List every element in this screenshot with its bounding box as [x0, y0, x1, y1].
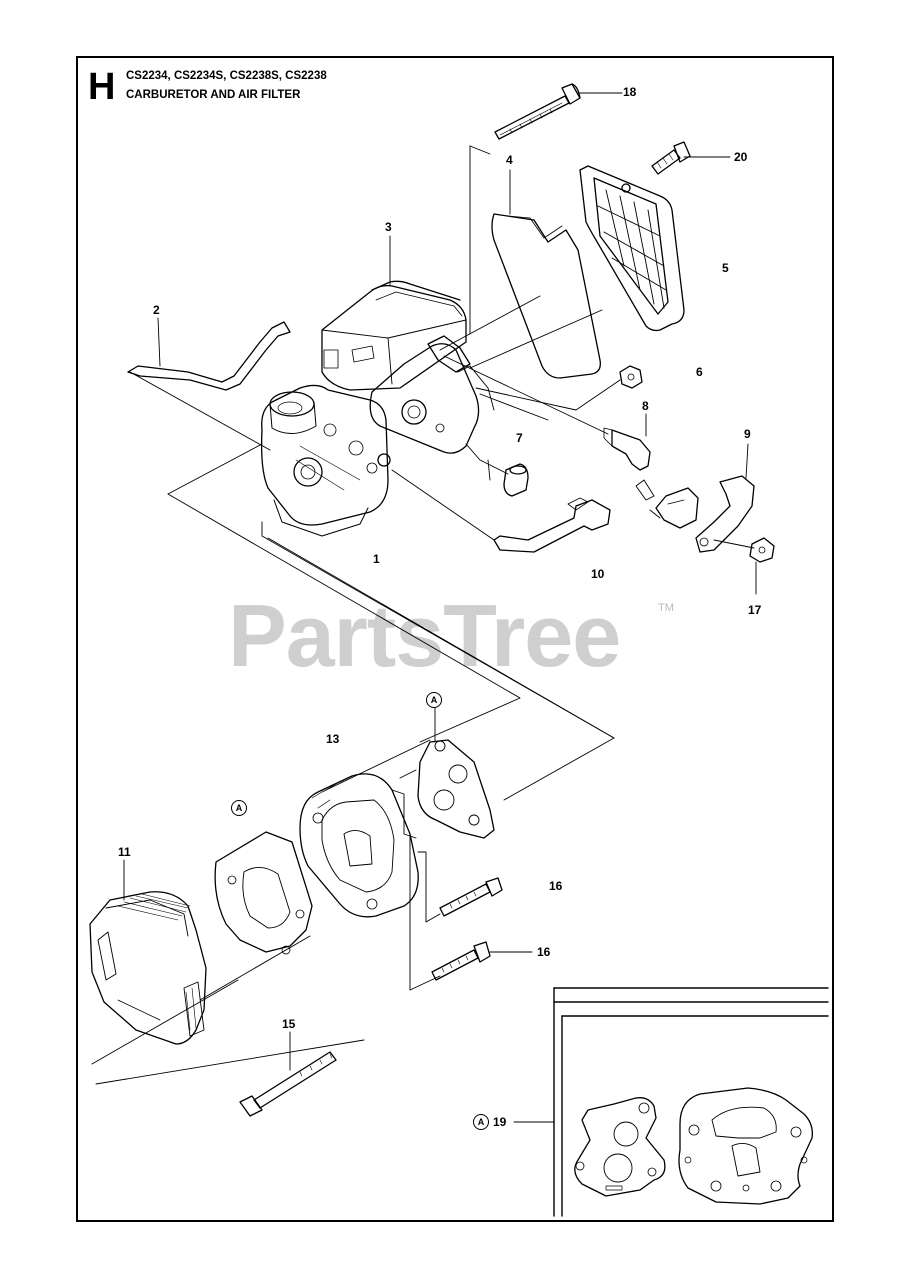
callout-4: 4 — [506, 153, 513, 167]
part-4-filter-gasket — [492, 214, 600, 378]
callout-6: 6 — [696, 365, 703, 379]
callout-18: 18 — [623, 85, 637, 99]
diagram-frame — [76, 56, 834, 1222]
part-10-throttle-rod — [494, 498, 610, 552]
callout-19: 19 — [493, 1115, 507, 1129]
part-7-spacer — [504, 464, 528, 496]
model-list: CS2234, CS2234S, CS2238S, CS2238 — [126, 70, 327, 82]
marker-a-kit: A — [473, 1114, 489, 1130]
callout-15: 15 — [282, 1017, 296, 1031]
callout-17: 17 — [748, 603, 762, 617]
callout-1: 1 — [373, 552, 380, 566]
leader-lines — [92, 93, 756, 1122]
part-13-intake-flange — [300, 774, 418, 917]
part-5-air-filter — [580, 166, 684, 331]
callout-8: 8 — [642, 399, 649, 413]
part-13-gasket — [418, 740, 494, 838]
part-19-gasket-left — [575, 1098, 665, 1196]
callout-16-lower: 16 — [537, 945, 551, 959]
callout-13: 13 — [326, 732, 340, 746]
part-1-carburetor — [262, 385, 390, 536]
callout-11: 11 — [118, 845, 131, 859]
marker-a-gasket: A — [426, 692, 442, 708]
part-19-gasket-right — [679, 1088, 812, 1204]
callout-3: 3 — [385, 220, 392, 234]
callout-9: 9 — [744, 427, 751, 441]
callout-7: 7 — [516, 431, 523, 445]
marker-a-left-gasket: A — [231, 800, 247, 816]
part-16-bolt-upper — [440, 878, 502, 916]
part-15-long-bolt — [240, 1052, 336, 1116]
part-11-intake-cover — [90, 892, 206, 1044]
callout-10: 10 — [591, 567, 605, 581]
part-9-throttle-trigger — [656, 476, 754, 552]
part-6-nut — [620, 366, 642, 388]
inset-box — [554, 988, 828, 1216]
callout-20: 20 — [734, 150, 748, 164]
watermark: PartsTree — [228, 586, 621, 685]
callout-5: 5 — [722, 261, 729, 275]
part-7-intake-adapter — [370, 336, 494, 453]
watermark-trademark: TM — [658, 602, 674, 614]
part-gasket-left — [215, 832, 312, 954]
part-8-link-bracket — [604, 428, 654, 500]
part-2-choke-rod — [128, 322, 290, 390]
part-16-bolt-lower — [432, 942, 490, 980]
part-18-long-bolt — [495, 84, 580, 139]
part-17-small-nut — [750, 538, 774, 562]
part-20-screw — [652, 142, 690, 174]
section-letter: H — [88, 66, 116, 108]
diagram-title: CARBURETOR AND AIR FILTER — [126, 89, 301, 101]
callout-16-upper: 16 — [549, 879, 563, 893]
callout-2: 2 — [153, 303, 160, 317]
